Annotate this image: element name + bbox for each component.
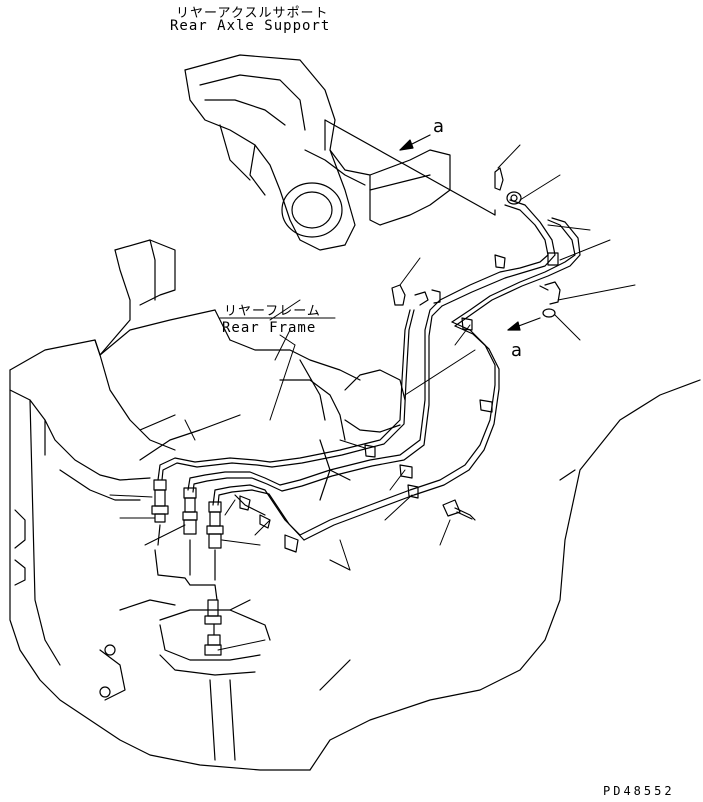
leader-lines [109, 144, 636, 651]
fittings [239, 167, 561, 553]
piping-lines [157, 199, 581, 541]
rear-frame-part [9, 239, 701, 771]
bolt [442, 499, 476, 521]
rear-axle-support-label-en: Rear Axle Support [170, 18, 331, 34]
rear-axle-support-label-jp: リヤーアクスルサポート [176, 6, 329, 21]
view-arrow-side [507, 317, 541, 331]
rear-axle-support-part [184, 54, 496, 251]
view-arrow-side-label: a [511, 340, 523, 361]
rear-frame-label-jp: リヤーフレーム [224, 304, 321, 319]
rear-frame-label-en: Rear Frame [222, 320, 317, 336]
view-arrow-top-label: a [433, 116, 445, 137]
view-arrow-top [399, 134, 431, 151]
connector-assembly [151, 479, 224, 656]
drawing-code: PD48552 [603, 784, 675, 798]
